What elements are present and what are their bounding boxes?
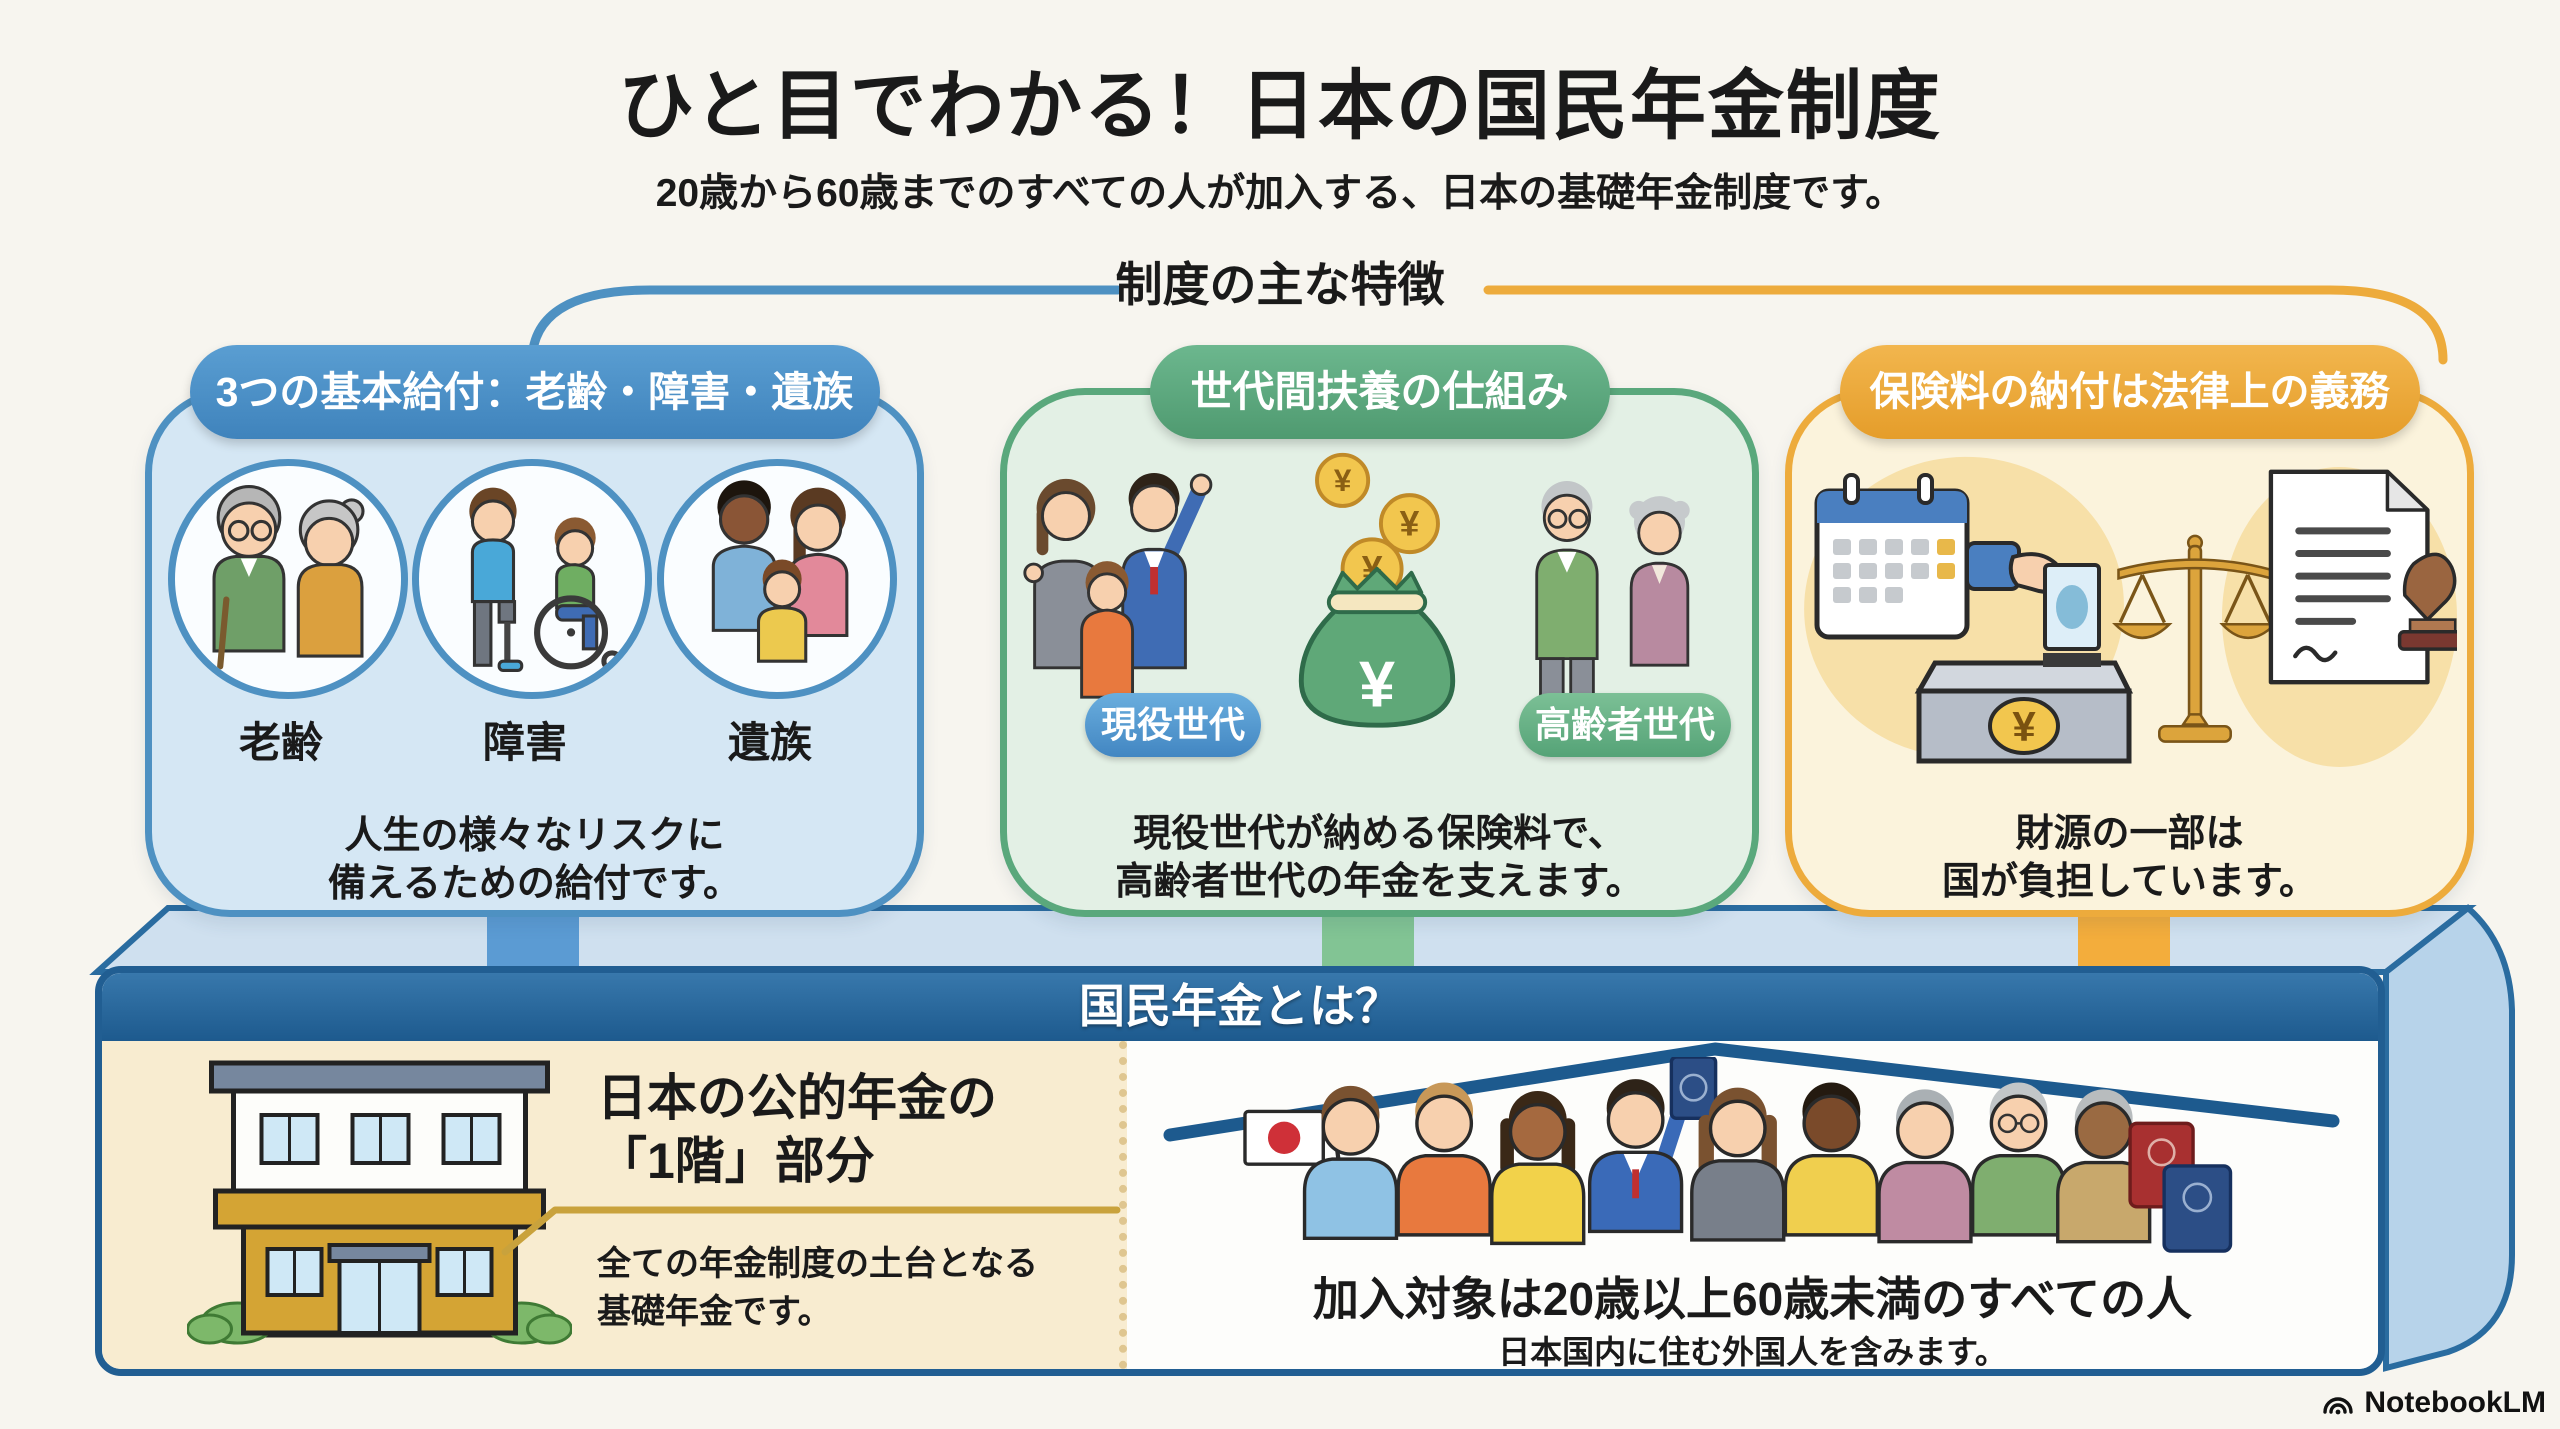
card-payment-obligation: 保険料の納付は法律上の義務 ¥	[1785, 345, 2474, 917]
pension-first-floor-heading: 日本の公的年金の「1階」部分	[597, 1070, 997, 1189]
two-story-house-icon	[187, 1060, 572, 1345]
page-title: ひと目でわかる！日本の国民年金制度	[618, 64, 1942, 149]
panel-right-section: 加入対象は20歳以上60歳未満のすべての人 日本国内に住む外国人を含みます。	[1127, 1041, 2378, 1369]
card-payment-obligation-title: 保険料の納付は法律上の義務	[1839, 345, 2420, 439]
elderly-couple-icon	[168, 459, 408, 699]
benefit-label-survivor: 遺族	[727, 719, 812, 766]
card-basic-benefits-title: 3つの基本給付：老齢・障害・遺族	[189, 345, 880, 439]
working-generation-icon	[1023, 472, 1213, 699]
brand-name: NotebookLM	[2364, 1386, 2546, 1419]
senior-generation-label: 高齢者世代	[1519, 693, 1731, 757]
document-stamp-icon	[2268, 469, 2457, 685]
bottom-panel: 国民年金とは？	[95, 966, 2385, 1376]
svg-text:¥: ¥	[1334, 463, 1352, 498]
card-generational-support: 世代間扶養の仕組み ¥ ¥ ¥	[1000, 345, 1759, 917]
benefit-label-old-age: 老齢	[238, 719, 323, 766]
card-generational-support-body: 現役世代が納める保険料で、高齢者世代の年金を支えます。	[1115, 813, 1644, 903]
disability-wheelchair-icon	[412, 459, 652, 699]
calendar-payment-icon: ¥	[1814, 473, 2134, 764]
working-generation-label: 現役世代	[1085, 693, 1261, 757]
eligibility-subheading: 日本国内に住む外国人を含みます。	[1498, 1334, 2007, 1370]
card-generational-support-title: 世代間扶養の仕組み	[1149, 345, 1610, 439]
svg-text:¥: ¥	[1400, 503, 1420, 543]
survivor-family-icon	[657, 459, 897, 699]
pension-first-floor-body: 全ての年金制度の土台となる基礎年金です。	[597, 1245, 1038, 1331]
senior-generation-icon	[1535, 481, 1690, 715]
features-header: 制度の主な特徴	[1115, 258, 1445, 311]
svg-text:¥: ¥	[1359, 648, 1395, 721]
diverse-people-icon	[1243, 1057, 2233, 1253]
justice-scales-icon	[2112, 534, 2278, 743]
brand-footer: NotebookLM	[2320, 1386, 2546, 1420]
benefit-label-disability: 障害	[482, 719, 567, 766]
money-bag-icon: ¥ ¥ ¥ ¥	[1298, 452, 1456, 728]
notebooklm-wave-icon	[2323, 1397, 2354, 1415]
svg-text:¥: ¥	[2012, 703, 2036, 750]
eligibility-heading: 加入対象は20歳以上60歳未満のすべての人	[1312, 1273, 2193, 1325]
passport-icon	[2128, 1121, 2233, 1253]
bottom-panel-title: 国民年金とは？	[102, 973, 2378, 1041]
card-basic-benefits: 3つの基本給付：老齢・障害・遺族	[145, 345, 924, 917]
panel-left-section: 日本の公的年金の「1階」部分 全ての年金制度の土台となる基礎年金です。	[102, 1041, 1127, 1369]
bottom-panel-content: 日本の公的年金の「1階」部分 全ての年金制度の土台となる基礎年金です。	[102, 1041, 2378, 1369]
page-subtitle: 20歳から60歳までのすべての人が加入する、日本の基礎年金制度です。	[655, 172, 1905, 215]
callout-line	[501, 1206, 1121, 1256]
card-basic-benefits-body: 人生の様々なリスクに備えるための給付です。	[327, 815, 742, 905]
card-payment-obligation-body: 財源の一部は国が負担しています。	[1941, 813, 2318, 903]
